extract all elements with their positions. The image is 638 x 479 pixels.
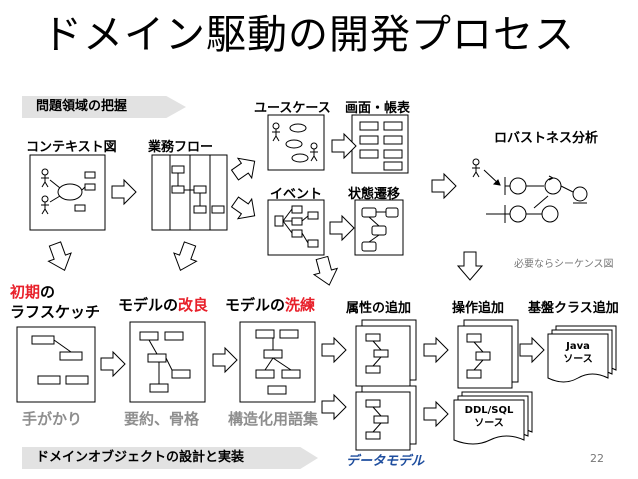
arrow-event-to-state (329, 215, 355, 241)
arrow-datamodel-to-ddl (423, 401, 449, 427)
arrow-operations-to-java (519, 337, 545, 363)
event-image (267, 199, 325, 256)
java-source-line1: Java (566, 341, 590, 352)
initial-sketch-line2: ラフスケッチ (10, 303, 101, 321)
implementation-banner: ドメインオブジェクトの設計と実装 (22, 447, 318, 469)
arrow-down-context (43, 239, 77, 275)
caption-summary: 要約、骨格 (124, 410, 200, 428)
arrow-down-event (309, 254, 342, 289)
arrow-down-robustness (457, 251, 483, 281)
attribute-add-image (355, 319, 417, 387)
arrow-attributes-to-operations (423, 337, 449, 363)
add-base-classes-label: 基盤クラス追加 (528, 301, 619, 316)
model-improve-image (129, 321, 206, 403)
slide-title: ドメイン駆動の開発プロセス (42, 12, 575, 58)
implementation-banner-label: ドメインオブジェクトの設計と実装 (36, 450, 245, 465)
model-refine-label: モデルの洗練 (225, 294, 315, 315)
model-refine-prefix: モデルの (225, 296, 286, 314)
sequence-note: 必要ならシーケンス図 (514, 259, 614, 270)
use-case-image (267, 114, 325, 171)
java-source-text: Java ソース (548, 340, 608, 366)
initial-sketch-image (16, 326, 96, 403)
analysis-banner: 問題領域の把握 (22, 96, 186, 118)
robustness-label: ロバストネス分析 (494, 131, 599, 146)
arrow-flow-to-event (227, 191, 263, 227)
screen-form-image (351, 114, 409, 174)
initial-sketch-rest: の (40, 283, 56, 301)
initial-sketch-label: 初期の ラフスケッチ (10, 282, 100, 322)
data-model-image (355, 385, 417, 451)
initial-sketch-red: 初期 (10, 283, 41, 301)
caption-vocab: 構造化用語集 (228, 410, 319, 428)
page-number: 22 (590, 452, 604, 465)
business-flow-image (151, 154, 228, 231)
arrow-sketch-to-improve (100, 351, 126, 377)
data-model-label: データモデル (346, 454, 425, 469)
caption-clue: 手がかり (22, 410, 83, 428)
model-improve-label: モデルの改良 (118, 294, 208, 315)
business-flow-label: 業務フロー (148, 140, 214, 155)
screen-form-label: 画面・帳表 (345, 101, 411, 116)
robustness-image (471, 158, 588, 223)
add-attributes-label: 属性の追加 (346, 301, 412, 316)
arrow-refine-to-attributes (321, 337, 347, 363)
context-diagram-label: コンテキスト図 (26, 140, 117, 155)
ddl-source-image (453, 391, 533, 445)
model-refine-red: 洗練 (285, 296, 316, 314)
arrow-refine-to-datamodel (321, 394, 347, 420)
ddl-source-line1: DDL/SQL (464, 405, 514, 416)
model-refine-image (239, 321, 316, 403)
state-transition-label: 状態遷移 (348, 187, 401, 202)
java-source-line2: ソース (563, 354, 593, 365)
event-label: イベント (270, 187, 323, 202)
arrow-improve-to-refine (212, 347, 238, 373)
analysis-banner-label: 問題領域の把握 (36, 99, 128, 114)
arrow-down-flow (168, 239, 202, 275)
ddl-source-line2: ソース (474, 418, 504, 429)
model-improve-prefix: モデルの (118, 296, 179, 314)
java-source-image (547, 325, 617, 383)
arrow-flow-to-usecase (227, 150, 263, 186)
add-operations-label: 操作追加 (452, 301, 505, 316)
ddl-source-text: DDL/SQL ソース (454, 404, 524, 430)
arrow-to-robustness (431, 173, 457, 199)
use-case-label: ユースケース (254, 101, 331, 116)
state-transition-image (354, 199, 404, 256)
model-improve-red: 改良 (178, 296, 209, 314)
operations-add-image (457, 319, 519, 389)
arrow-context-to-flow (111, 179, 137, 205)
context-diagram-image (29, 154, 106, 231)
